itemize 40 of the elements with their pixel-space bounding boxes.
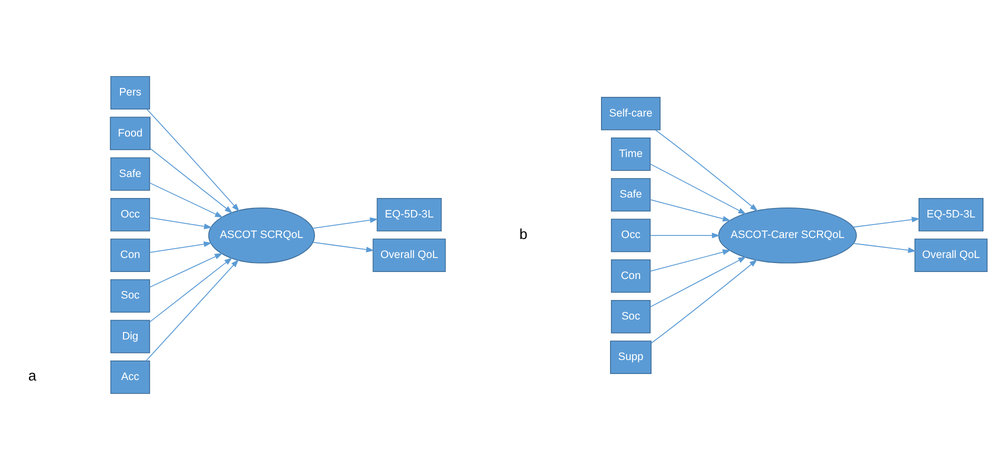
node-box: Acc bbox=[110, 360, 150, 394]
node-box: Pers bbox=[110, 76, 150, 110]
arrow bbox=[312, 241, 374, 252]
node-box: Soc bbox=[110, 278, 150, 312]
label: b bbox=[519, 226, 528, 242]
arrow bbox=[650, 163, 746, 214]
arrow bbox=[312, 216, 378, 228]
arrow bbox=[149, 182, 224, 218]
arrow bbox=[149, 256, 232, 322]
arrow bbox=[650, 232, 720, 238]
arrow bbox=[650, 258, 758, 344]
arrow bbox=[853, 242, 916, 252]
node-box: Dig bbox=[110, 319, 150, 353]
node-box: Con bbox=[610, 258, 651, 292]
arrow bbox=[654, 129, 758, 211]
node-box: Overall QoL bbox=[372, 238, 446, 272]
node-box: Con bbox=[110, 238, 150, 272]
node-box: Soc bbox=[610, 299, 651, 333]
arrow bbox=[150, 148, 233, 213]
node-box: EQ-5D-3L bbox=[376, 198, 442, 231]
arrow bbox=[852, 216, 920, 228]
arrow bbox=[149, 240, 212, 252]
node-box: Overall QoL bbox=[914, 238, 988, 272]
node-box: Time bbox=[610, 137, 651, 170]
arrow bbox=[146, 258, 239, 361]
node-box: Safe bbox=[110, 156, 150, 190]
arrow bbox=[149, 252, 223, 288]
node-box: EQ-5D-3L bbox=[918, 198, 984, 231]
arrow bbox=[650, 198, 731, 222]
arrow bbox=[146, 108, 240, 212]
node-box: Supp bbox=[610, 340, 652, 374]
label: a bbox=[28, 368, 36, 384]
node-box: Food bbox=[110, 116, 151, 150]
arrow bbox=[149, 216, 212, 229]
node-box: Self-care bbox=[601, 96, 661, 130]
node-box: Occ bbox=[110, 198, 150, 231]
arrow bbox=[650, 256, 746, 307]
arrow bbox=[650, 248, 731, 272]
node-box: Occ bbox=[610, 218, 651, 252]
node-box: Safe bbox=[610, 178, 651, 212]
